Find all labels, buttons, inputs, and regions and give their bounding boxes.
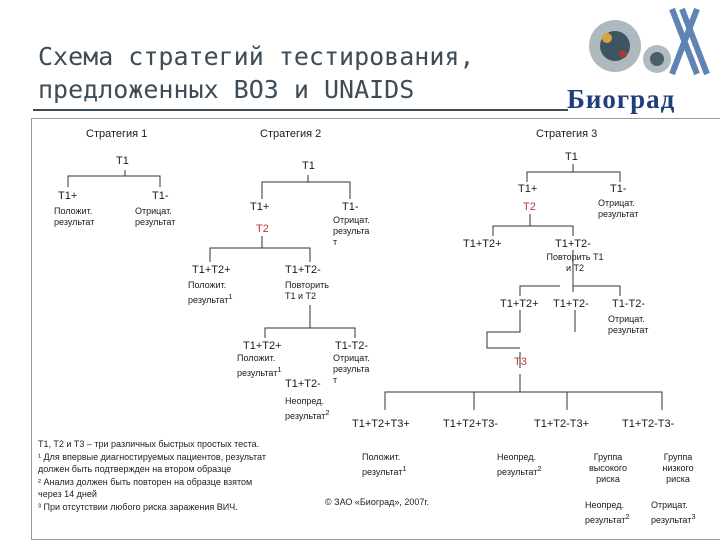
footnote-line: T1, T2 и T3 – три различных быстрых прос… bbox=[38, 439, 260, 449]
s3-t1t2t3-pos: T1+T2+T3+ bbox=[352, 418, 410, 430]
s3-t2-node: T2 bbox=[523, 201, 536, 213]
s3-repeat: Повторить T1 и T2 bbox=[546, 252, 604, 273]
s1-positive-result: Положит. результат bbox=[54, 206, 95, 227]
s3-high-risk-group: Группа высокого риска bbox=[589, 452, 627, 484]
s3-t1-plus: T1+ bbox=[518, 183, 538, 195]
s2-retest-t1t2-neg: T1+T2- bbox=[285, 378, 321, 390]
s2-retest-positive: Положит. результат1 bbox=[237, 353, 282, 378]
logo bbox=[577, 4, 717, 124]
s2-t1t2-neg: T1+T2- bbox=[285, 264, 321, 276]
s3-t1-minus: T1- bbox=[610, 183, 627, 195]
s2-positive-result: Положит. результат1 bbox=[188, 280, 233, 305]
s2-negative-wrap-c: т bbox=[333, 237, 338, 247]
s3-retest-t1t2-pos: T1+T2+ bbox=[500, 298, 539, 310]
s3-final-indeterminate: Неопред. результат2 bbox=[497, 452, 542, 477]
s3-low-risk-group: Группа низкого риска bbox=[662, 452, 694, 484]
copyright: © ЗАО «Биоград», 2007г. bbox=[325, 497, 430, 507]
footnotes: T1, T2 и T3 – три различных быстрых прос… bbox=[38, 438, 266, 513]
footnote-line: через 14 дней bbox=[38, 489, 97, 499]
s3-final-positive: Положит. результат1 bbox=[362, 452, 407, 477]
footnote-line: ³ При отсутствии любого риска заражения … bbox=[38, 501, 238, 512]
s2-negative-wrap-b: результа bbox=[333, 226, 370, 236]
title-line-1: Схема стратегий тестирования, bbox=[38, 42, 475, 71]
s3-retest-negative: Отрицат. результат bbox=[608, 314, 649, 335]
s3-retest-t1-t2-neg: T1-T2- bbox=[612, 298, 645, 310]
s1-t1-minus: T1- bbox=[152, 190, 169, 202]
s2-t1-plus: T1+ bbox=[250, 201, 270, 213]
s3-retest-t1t2-neg: T1+T2- bbox=[553, 298, 589, 310]
page-title: Схема стратегий тестирования, предложенн… bbox=[38, 40, 475, 106]
s2-repeat: Повторить T1 и T2 bbox=[285, 280, 329, 301]
s2-t1-minus: T1- bbox=[342, 201, 359, 213]
s3-t1t2-t3-pos: T1+T2-T3+ bbox=[534, 418, 590, 430]
s2-negative-wrap-a: Отрицат. bbox=[333, 215, 370, 225]
strategy-1-header: Стратегия 1 bbox=[86, 128, 148, 140]
s3-t1t2t3-neg: T1+T2+T3- bbox=[443, 418, 499, 430]
footnote-line: должен быть подтвержден на втором образц… bbox=[38, 464, 232, 474]
strategy-2-header: Стратегия 2 bbox=[260, 128, 322, 140]
s2-retest-negative-c: т bbox=[333, 375, 338, 385]
footnote-line: ² Анализ должен быть повторен на образце… bbox=[38, 476, 253, 487]
s3-low-risk-negative: Отрицат. результат3 bbox=[651, 500, 696, 525]
s2-t1t2-pos: T1+T2+ bbox=[192, 264, 231, 276]
s2-retest-t1t2-pos: T1+T2+ bbox=[243, 340, 282, 352]
title-underline bbox=[33, 109, 568, 111]
s3-negative-result: Отрицат. результат bbox=[598, 198, 639, 219]
strategy-3-header: Стратегия 3 bbox=[536, 128, 598, 140]
s2-t2-node: T2 bbox=[256, 223, 269, 235]
s3-t3-node: T3 bbox=[514, 356, 527, 368]
s2-retest-negative-a: Отрицат. bbox=[333, 353, 370, 363]
s1-t1-plus: T1+ bbox=[58, 190, 78, 202]
s1-negative-result: Отрицат. результат bbox=[135, 206, 176, 227]
logo-graphic-icon bbox=[589, 7, 710, 76]
s2-retest-t1-t2-neg: T1-T2- bbox=[335, 340, 368, 352]
s2-t1-node: T1 bbox=[302, 160, 315, 172]
s3-high-risk-indeterminate: Неопред. результат2 bbox=[585, 500, 630, 525]
s3-t1t2-pos: T1+T2+ bbox=[463, 238, 502, 250]
s2-indeterminate: Неопред. результат2 bbox=[285, 396, 330, 421]
s2-retest-negative-b: результа bbox=[333, 364, 370, 374]
s3-t1t2-neg: T1+T2- bbox=[555, 238, 591, 250]
s3-t1t2-t3-neg: T1+T2-T3- bbox=[622, 418, 675, 430]
footnote-line: ¹ Для впервые диагностируемых пациентов,… bbox=[38, 451, 266, 462]
s1-t1-node: T1 bbox=[116, 155, 129, 167]
logo-text: Биоград bbox=[567, 84, 676, 114]
title-line-2: предложенных ВОЗ и UNAIDS bbox=[38, 75, 415, 104]
s3-t1-node: T1 bbox=[565, 151, 578, 163]
